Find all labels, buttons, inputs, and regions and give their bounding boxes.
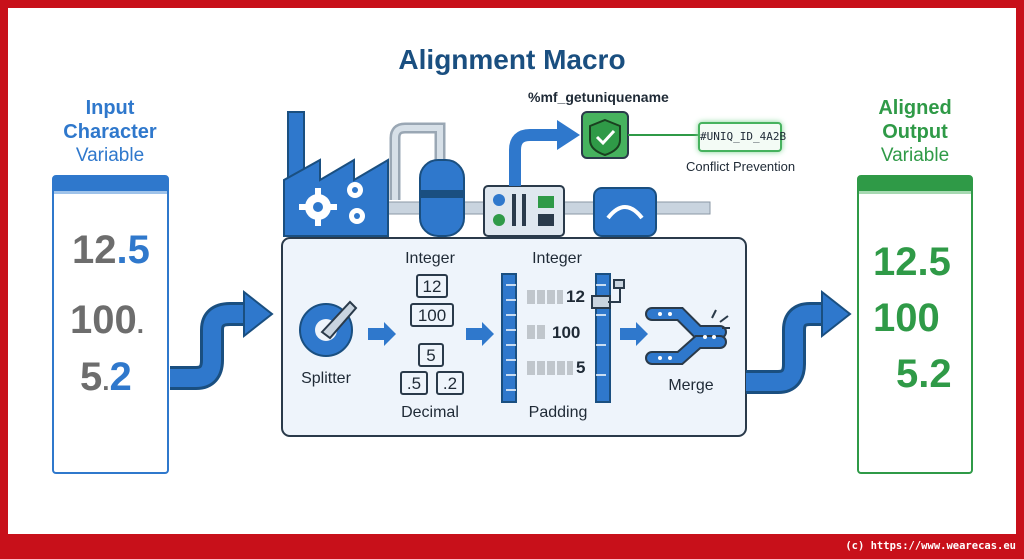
input-card-header [54, 177, 167, 194]
decimal-label: Decimal [401, 404, 459, 421]
output-heading: Aligned Output [845, 96, 985, 144]
ruler-right-icon [595, 273, 611, 403]
diagram-title: Alignment Macro [398, 44, 626, 75]
output-subheading: Variable [880, 145, 950, 166]
input-flow-arrowhead [243, 289, 274, 339]
arrow-to-padding [466, 322, 494, 346]
input-value-1-int: 12 [72, 228, 117, 272]
splitter-gear-icon [299, 300, 358, 357]
arrow-to-split [368, 322, 396, 346]
integer-chip-1: 12 [416, 274, 448, 298]
arrow-to-merge [620, 322, 648, 346]
output-value-2: 100 [873, 296, 940, 340]
decimal-chip-1: 5 [418, 343, 444, 367]
upward-arrow [509, 129, 560, 186]
gear-small-icon [347, 182, 365, 224]
output-card-header [859, 177, 971, 194]
upward-arrow-head [557, 120, 580, 150]
input-value-3-int: 5 [80, 355, 103, 399]
input-heading: Input Character [40, 96, 180, 144]
input-value-3: 5.2 [80, 355, 132, 399]
input-value-2-int: 100 [70, 298, 137, 342]
padding-blocks [527, 290, 573, 375]
credit-text: (c) https://www.wearecas.eu [845, 540, 1016, 552]
output-value-1: 12.5 [873, 240, 951, 284]
input-value-1: 12.5 [72, 228, 150, 272]
merge-label: Merge [668, 377, 714, 394]
input-card [52, 175, 169, 474]
output-value-3: 5.2 [896, 352, 952, 396]
input-heading-line1: Input [85, 97, 135, 119]
padding-top-label: Integer [532, 250, 582, 267]
output-flow-arrowhead [821, 289, 852, 339]
padding-label: Padding [528, 404, 588, 421]
gear-large-icon [299, 188, 337, 226]
output-heading-line2: Output [882, 121, 948, 143]
decimal-chip-3: .2 [436, 371, 464, 395]
padding-value-2: 100 [552, 323, 581, 342]
ruler-left-icon [501, 273, 517, 403]
footer-bar: (c) https://www.wearecas.eu [0, 534, 1024, 559]
input-value-2: 100. [70, 298, 144, 342]
padding-value-1: 12 [566, 287, 585, 306]
decimal-chip-2: .5 [400, 371, 428, 395]
input-value-3-dec: 2 [109, 355, 132, 399]
machine-icon [593, 187, 657, 237]
unique-id-badge: #UNIQ_ID_4A2B [698, 122, 786, 152]
integer-chip-2: 100 [410, 303, 454, 327]
function-name: %mf_getuniquename [528, 89, 669, 105]
conflict-prevention-label: Conflict Prevention [686, 159, 796, 174]
padding-slider-handle [591, 295, 611, 309]
output-card [857, 175, 973, 474]
input-subheading: Variable [75, 145, 145, 166]
padding-value-3: 5 [576, 358, 586, 377]
merge-icon [645, 307, 730, 365]
factory-building-icon [283, 158, 389, 237]
splitter-label: Splitter [301, 370, 351, 387]
input-heading-line2: Character [63, 121, 157, 143]
integer-label: Integer [405, 250, 455, 267]
input-value-1-dec: 5 [127, 228, 150, 272]
output-heading-line1: Aligned [878, 97, 952, 119]
